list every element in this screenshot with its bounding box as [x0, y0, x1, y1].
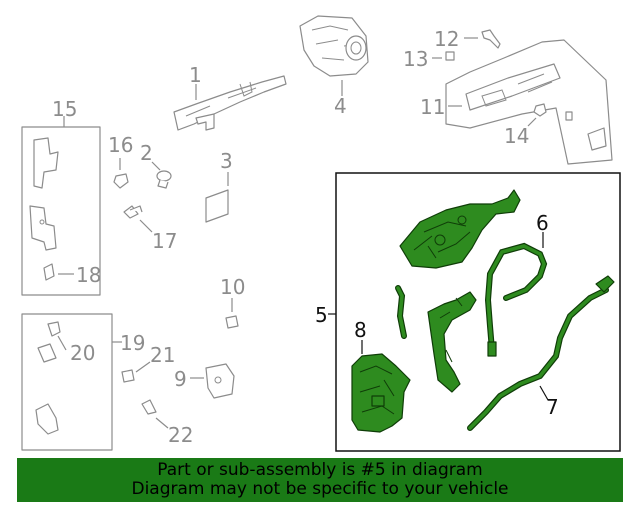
- part-1-handle-bracket: [173, 75, 287, 131]
- callout-1: 1: [189, 63, 202, 87]
- part-21-screw: [121, 361, 151, 383]
- part-6-cable: [484, 232, 548, 357]
- group-19-box: [21, 313, 122, 451]
- part-3-pad: [205, 172, 229, 223]
- callout-10: 10: [220, 275, 245, 299]
- part-5-inner-bracket: [427, 291, 477, 393]
- part-9-bracket: [190, 363, 235, 399]
- assembly-5-box: [328, 172, 621, 452]
- part-5-handle-frame: [399, 189, 521, 269]
- callout-3: 3: [220, 149, 233, 173]
- callout-5: 5: [315, 303, 328, 327]
- part-14-screw: [527, 103, 547, 127]
- callout-9: 9: [174, 367, 187, 391]
- callout-17: 17: [152, 229, 177, 253]
- callout-7: 7: [546, 395, 559, 419]
- part-12-screw: [464, 29, 501, 49]
- parts-diagram: 4 1 2 3 12 13 11 14: [21, 15, 621, 452]
- info-banner: Part or sub-assembly is #5 in diagram Di…: [17, 458, 623, 502]
- part-16-screw: [113, 158, 129, 189]
- callout-15: 15: [52, 97, 77, 121]
- part-17-screw: [123, 205, 153, 233]
- group-15-box: [21, 116, 101, 296]
- part-5-rod: [395, 285, 407, 339]
- callout-22: 22: [168, 423, 193, 447]
- callout-14: 14: [504, 124, 529, 148]
- part-4-lock-housing: [299, 15, 369, 96]
- callout-18: 18: [76, 263, 101, 287]
- callout-12: 12: [434, 27, 459, 51]
- banner-line-1: Part or sub-assembly is #5 in diagram: [157, 460, 483, 480]
- part-7-cable: [467, 275, 615, 431]
- callout-6: 6: [536, 211, 549, 235]
- callout-4: 4: [334, 94, 347, 118]
- part-20-label: [57, 335, 67, 351]
- callout-11: 11: [420, 95, 445, 119]
- part-10-screw: [225, 298, 239, 329]
- callout-21: 21: [150, 343, 175, 367]
- part-8-latch: [351, 340, 411, 433]
- part-18-screw: [43, 263, 74, 281]
- callout-19: 19: [120, 331, 145, 355]
- callout-20: 20: [70, 341, 95, 365]
- part-13-clip: [432, 51, 455, 61]
- part-22-screw: [141, 399, 169, 429]
- callout-2: 2: [140, 141, 153, 165]
- banner-line-2: Diagram may not be specific to your vehi…: [131, 479, 509, 499]
- callout-8: 8: [354, 318, 367, 342]
- callout-13: 13: [403, 47, 428, 71]
- part-2-screw: [151, 161, 172, 189]
- part-11-lock-cover: [445, 39, 613, 165]
- callout-16: 16: [108, 133, 133, 157]
